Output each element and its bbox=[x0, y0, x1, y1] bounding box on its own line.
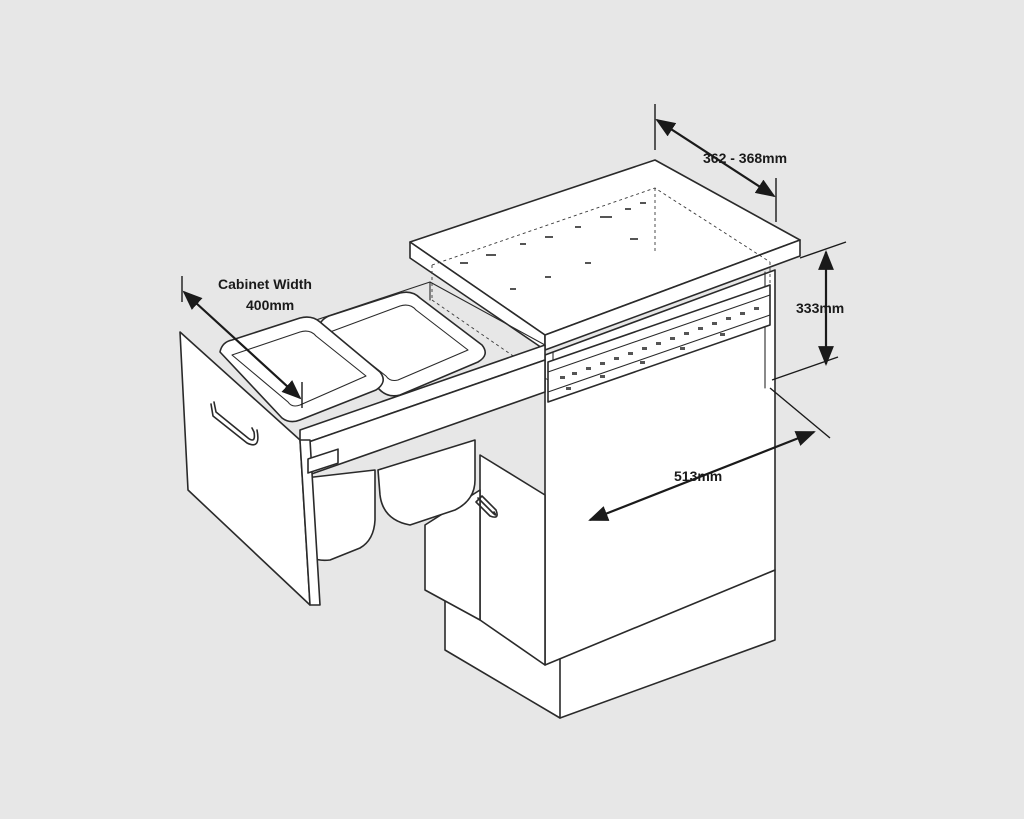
height-label: 333mm bbox=[796, 300, 845, 316]
dim-height bbox=[771, 241, 847, 381]
length-label: 513mm bbox=[674, 468, 723, 484]
depth-range-label: 362 - 368mm bbox=[703, 150, 788, 166]
lower-handle bbox=[477, 497, 497, 516]
dim-cabinet-width bbox=[181, 276, 303, 408]
cabinet-width-value: 400mm bbox=[246, 297, 295, 313]
dim-depth bbox=[654, 104, 777, 222]
upper-box bbox=[409, 159, 801, 403]
drawer-label-plate bbox=[307, 448, 339, 474]
drawer-front-edge bbox=[299, 439, 321, 606]
dim-length bbox=[588, 387, 831, 522]
rail-holes bbox=[460, 202, 646, 290]
bin-rear-body bbox=[377, 439, 476, 526]
cabinet-width-title: Cabinet Width bbox=[218, 276, 312, 292]
front-rail-holes bbox=[560, 307, 759, 390]
drawer-handle bbox=[213, 401, 256, 441]
